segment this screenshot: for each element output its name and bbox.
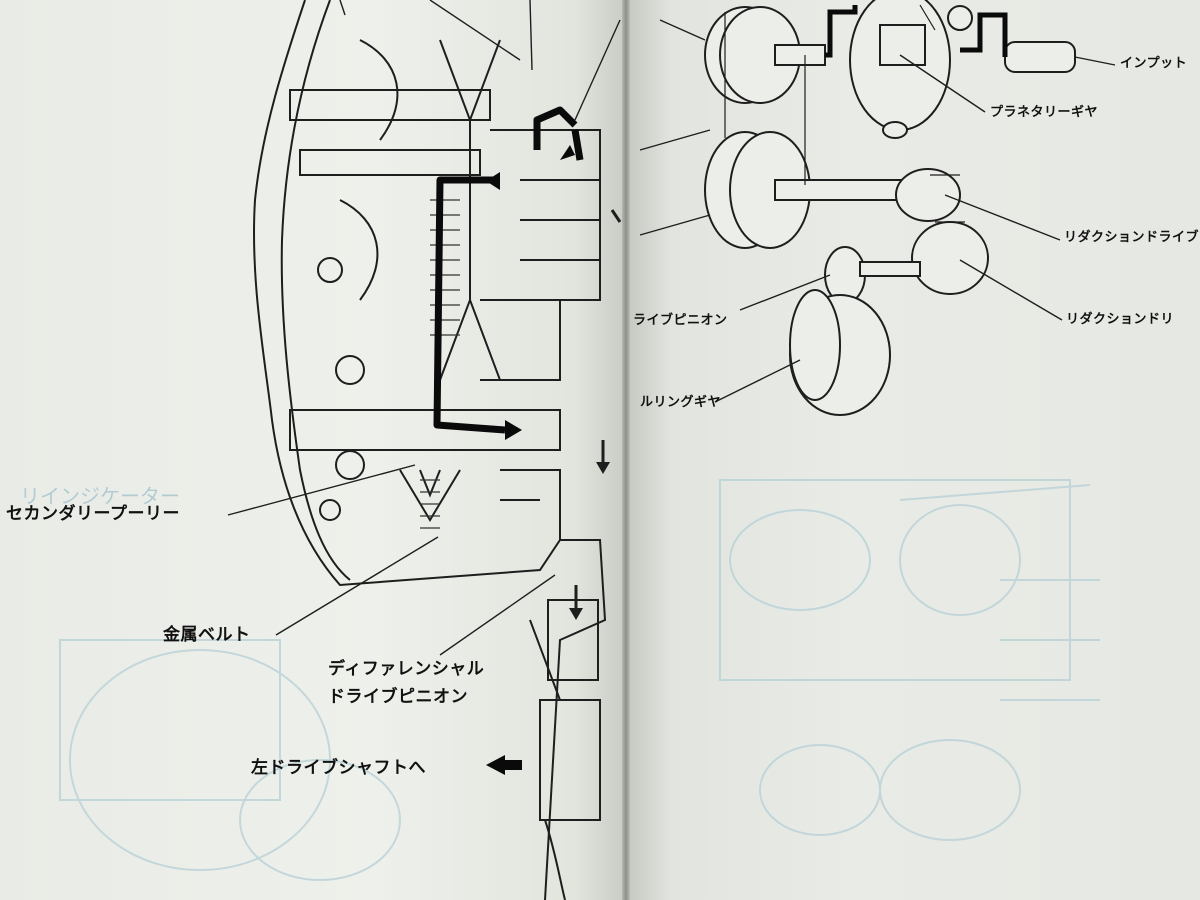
transmission-cross-section (227, 0, 622, 900)
label-to-left-driveshaft: 左ドライブシャフトへ (251, 758, 426, 778)
label-metal-belt: 金属ベルト (163, 625, 251, 645)
label-drive-pinion: ライブピニオン (633, 313, 728, 328)
label-reduction-driven: リダクションドリ (1066, 312, 1175, 327)
label-input: インプット (1120, 56, 1188, 71)
label-diff-pinion-line1: ディファレンシャル (328, 659, 485, 679)
left-arrow-icon (486, 755, 522, 775)
ghost-text-indicator: リインジケーター (20, 484, 180, 508)
label-diff-pinion-line2: ドライブピニオン (328, 687, 468, 707)
label-ring-gear: ルリングギヤ (640, 395, 722, 410)
book-gutter (622, 0, 630, 900)
label-planetary-gear: プラネタリーギヤ (990, 105, 1099, 120)
label-secondary-pulley: セカンダリープーリー (6, 504, 180, 524)
label-reduction-drive: リダクションドライブ (1064, 230, 1200, 245)
power-flow-arrowhead (505, 420, 522, 440)
